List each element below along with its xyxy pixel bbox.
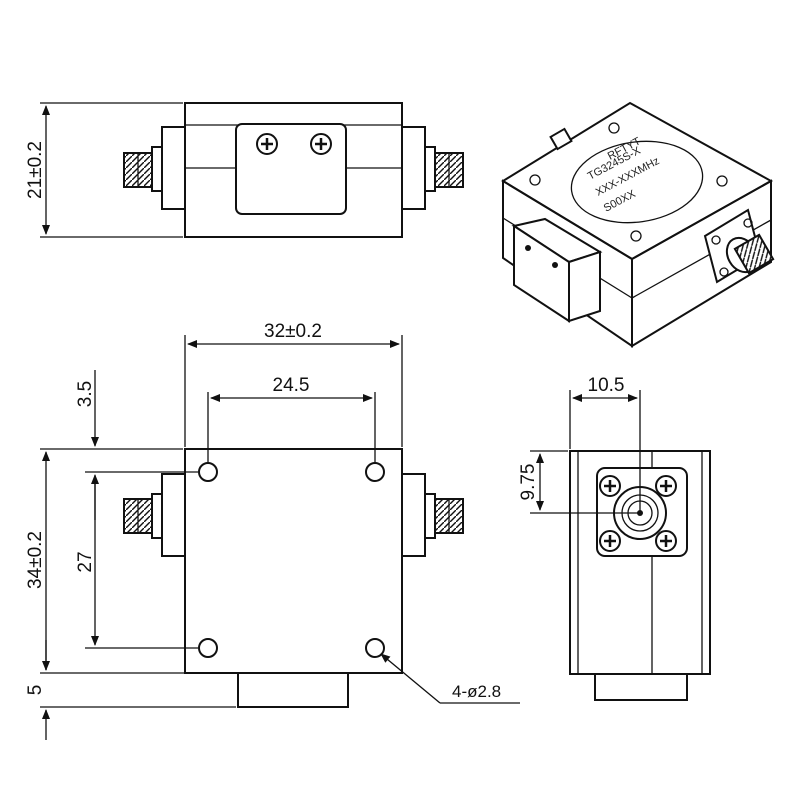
phillips-screw-icon [598,529,622,553]
dimension-arrow-icon [380,653,441,704]
sma-connector-icon [123,126,186,210]
phillips-screw-icon [598,474,622,498]
dim-hole-spacing-y: 27 [75,551,96,572]
dim-base-offset: 5 [25,685,46,696]
dim-depth: 34±0.2 [25,531,46,589]
phillips-screw-icon [255,132,279,156]
mounting-hole [365,638,385,658]
dim-width: 32±0.2 [264,321,322,342]
iso-front-tab [511,217,603,323]
dim-connector-x: 10.5 [588,375,625,396]
end-view: 10.5 9.75 [518,375,711,701]
sma-connector-icon [549,127,573,151]
plan-view: 32±0.2 24.5 3.5 27 34±0.2 5 4-ø2.8 [25,321,520,740]
iso-right-face [631,179,772,348]
phillips-screw-icon [654,474,678,498]
dim-connector-y: 9.75 [518,464,539,501]
phillips-screw-icon [654,529,678,553]
sma-connector-icon [401,473,464,557]
mounting-hole [198,638,218,658]
product-label [570,140,704,224]
top-view: 21±0.2 [25,102,464,238]
sma-connector-icon [123,473,186,557]
end-view-base-tab [594,673,688,701]
dim-holes: 4-ø2.8 [452,682,501,701]
dim-hole-spacing-x: 24.5 [273,375,310,396]
plan-view-base-tab [237,672,349,708]
plan-view-body [184,448,403,674]
mounting-hole [365,462,385,482]
dim-hole-offset-top: 3.5 [75,381,96,407]
isometric-view: RFTYT TG3245S-X XXX-XXXMHz S00XX [501,101,775,348]
sma-connector-icon [703,208,775,284]
mounting-hole [198,462,218,482]
dim-height: 21±0.2 [25,141,46,199]
sma-connector-icon [401,126,464,210]
phillips-screw-icon [309,132,333,156]
